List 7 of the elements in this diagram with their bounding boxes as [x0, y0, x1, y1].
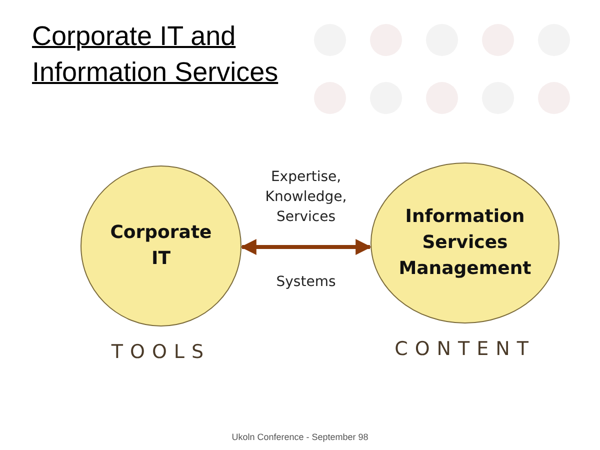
node-label: Information Services Management [398, 205, 532, 281]
node-caption: TOOLS [111, 341, 211, 363]
double-arrow [240, 239, 372, 255]
node-label: Corporate IT [109, 221, 213, 271]
slide-title: Corporate IT and Information Services [32, 20, 280, 89]
node-caption: CONTENT [394, 338, 536, 360]
footer-text: Ukoln Conference - September 98 [230, 432, 370, 442]
